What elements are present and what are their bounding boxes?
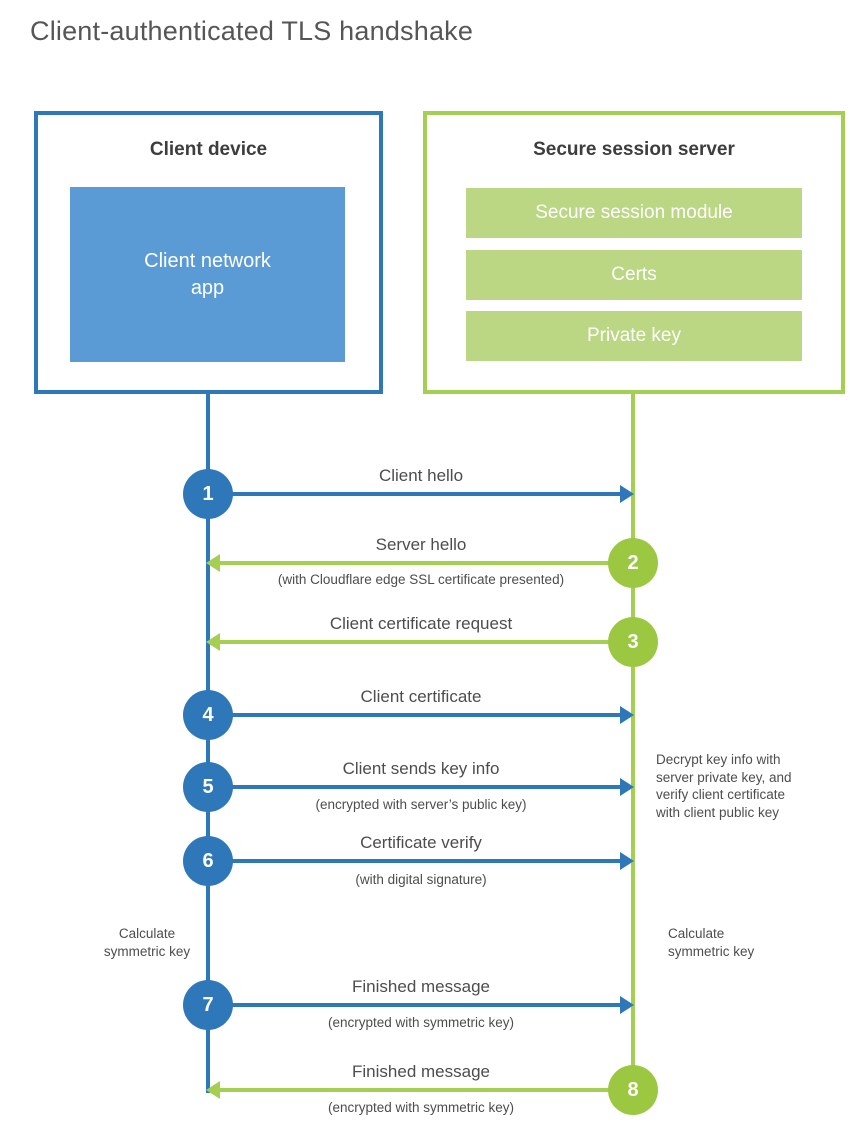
arrow-line bbox=[230, 713, 620, 717]
step-circle-5: 5 bbox=[183, 762, 233, 812]
message-note: (encrypted with symmetric key) bbox=[327, 1015, 515, 1030]
arrowhead-left-icon bbox=[206, 1081, 220, 1099]
decrypt-key-info-note: Decrypt key info with server private key… bbox=[656, 752, 792, 820]
arrowhead-right-icon bbox=[620, 706, 634, 724]
message-note: (with digital signature) bbox=[355, 872, 487, 887]
arrow-line bbox=[230, 785, 620, 789]
arrow-line bbox=[220, 1088, 610, 1092]
client-lifeline bbox=[206, 394, 210, 1093]
arrowhead-right-icon bbox=[620, 996, 634, 1014]
message-label: Finished message bbox=[352, 977, 490, 996]
message-label: Client hello bbox=[378, 466, 464, 485]
message-note: (encrypted with symmetric key) bbox=[327, 1100, 515, 1115]
client-device-heading: Client device bbox=[149, 139, 268, 160]
server-module-bar: Secure session module bbox=[466, 188, 802, 238]
page-title: Client-authenticated TLS handshake bbox=[30, 16, 474, 46]
step-circle-7: 7 bbox=[183, 980, 233, 1030]
calculate-symmetric-key-note-client: Calculate symmetric key bbox=[103, 926, 191, 959]
arrowhead-right-icon bbox=[620, 485, 634, 503]
message-label: Client sends key info bbox=[342, 759, 500, 778]
step-circle-6: 6 bbox=[183, 836, 233, 886]
arrowhead-right-icon bbox=[620, 778, 634, 796]
server-module-bar: Certs bbox=[466, 250, 802, 300]
step-circle-3: 3 bbox=[608, 617, 658, 667]
arrowhead-left-icon bbox=[206, 633, 220, 651]
server-lifeline bbox=[631, 394, 635, 1090]
message-label: Client certificate request bbox=[329, 614, 513, 633]
calculate-symmetric-key-note-server: Calculate symmetric key bbox=[668, 926, 755, 959]
message-label: Client certificate bbox=[360, 687, 482, 706]
message-note: (encrypted with server’s public key) bbox=[315, 797, 527, 812]
message-label: Finished message bbox=[352, 1062, 490, 1081]
client-network-app-box: Client network app bbox=[70, 187, 345, 362]
step-circle-8: 8 bbox=[608, 1065, 658, 1115]
arrow-line bbox=[220, 640, 610, 644]
arrow-line bbox=[230, 859, 620, 863]
message-label: Server hello bbox=[375, 535, 467, 554]
arrowhead-right-icon bbox=[620, 852, 634, 870]
server-module-bar: Private key bbox=[466, 311, 802, 361]
message-label: Certificate verify bbox=[360, 833, 482, 852]
arrowhead-left-icon bbox=[206, 554, 220, 572]
arrow-line bbox=[230, 1003, 620, 1007]
step-circle-2: 2 bbox=[608, 538, 658, 588]
arrow-line bbox=[220, 561, 610, 565]
arrow-line bbox=[230, 492, 620, 496]
message-note: (with Cloudflare edge SSL certificate pr… bbox=[277, 572, 565, 587]
step-circle-1: 1 bbox=[183, 469, 233, 519]
step-circle-4: 4 bbox=[183, 690, 233, 740]
secure-session-server-heading: Secure session server bbox=[533, 139, 735, 160]
